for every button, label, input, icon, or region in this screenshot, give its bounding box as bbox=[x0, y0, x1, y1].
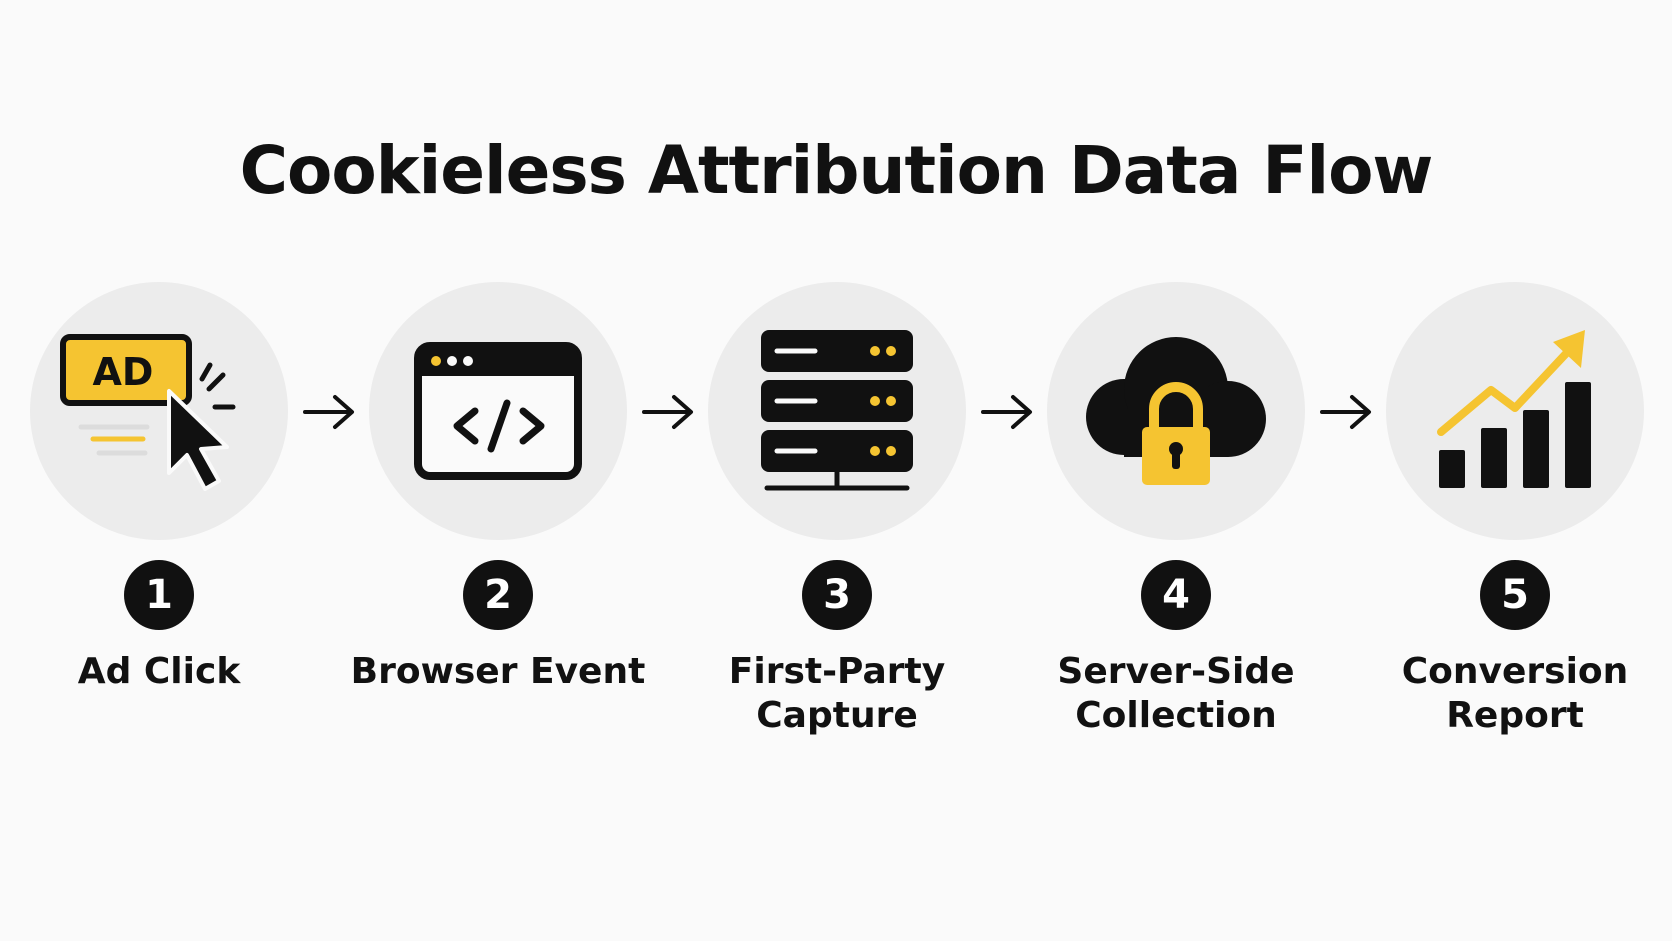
step-number-badge: 2 bbox=[463, 560, 533, 630]
step-label: Browser Event bbox=[350, 651, 646, 692]
arrow-right-icon bbox=[1320, 395, 1371, 429]
step-icon-circle bbox=[369, 282, 627, 540]
server-stack-icon bbox=[761, 330, 913, 491]
cloud-lock-icon bbox=[1086, 337, 1266, 485]
step-number-badge: 4 bbox=[1141, 560, 1211, 630]
diagram-title: Cookieless Attribution Data Flow bbox=[239, 132, 1434, 209]
step-ad-click: AD 1 Ad Click bbox=[30, 282, 288, 694]
step-label: Server-Side Collection bbox=[1057, 651, 1295, 736]
step-label: Conversion Report bbox=[1401, 651, 1629, 736]
step-server-side-collection: 4 Server-Side Collection bbox=[1047, 282, 1305, 738]
arrow-right-icon bbox=[981, 395, 1032, 429]
step-icon-circle: AD bbox=[30, 282, 288, 540]
arrow-right-icon bbox=[303, 395, 354, 429]
step-conversion-report: 5 Conversion Report bbox=[1386, 282, 1644, 738]
growth-chart-icon bbox=[1437, 330, 1591, 488]
step-label: First-Party Capture bbox=[728, 651, 946, 736]
step-number-badge: 1 bbox=[124, 560, 194, 630]
step-number-badge: 3 bbox=[802, 560, 872, 630]
step-icon-circle bbox=[1386, 282, 1644, 540]
step-label: Ad Click bbox=[77, 651, 241, 692]
ad-click-icon: AD bbox=[60, 334, 236, 491]
step-icon-circle bbox=[1047, 282, 1305, 540]
step-number-badge: 5 bbox=[1480, 560, 1550, 630]
ad-badge-text: AD bbox=[93, 350, 154, 394]
step-first-party-capture: 3 First-Party Capture bbox=[708, 282, 966, 738]
arrow-right-icon bbox=[642, 395, 693, 429]
step-browser-event: 2 Browser Event bbox=[351, 282, 645, 694]
browser-code-icon bbox=[414, 342, 582, 480]
step-icon-circle bbox=[708, 282, 966, 540]
